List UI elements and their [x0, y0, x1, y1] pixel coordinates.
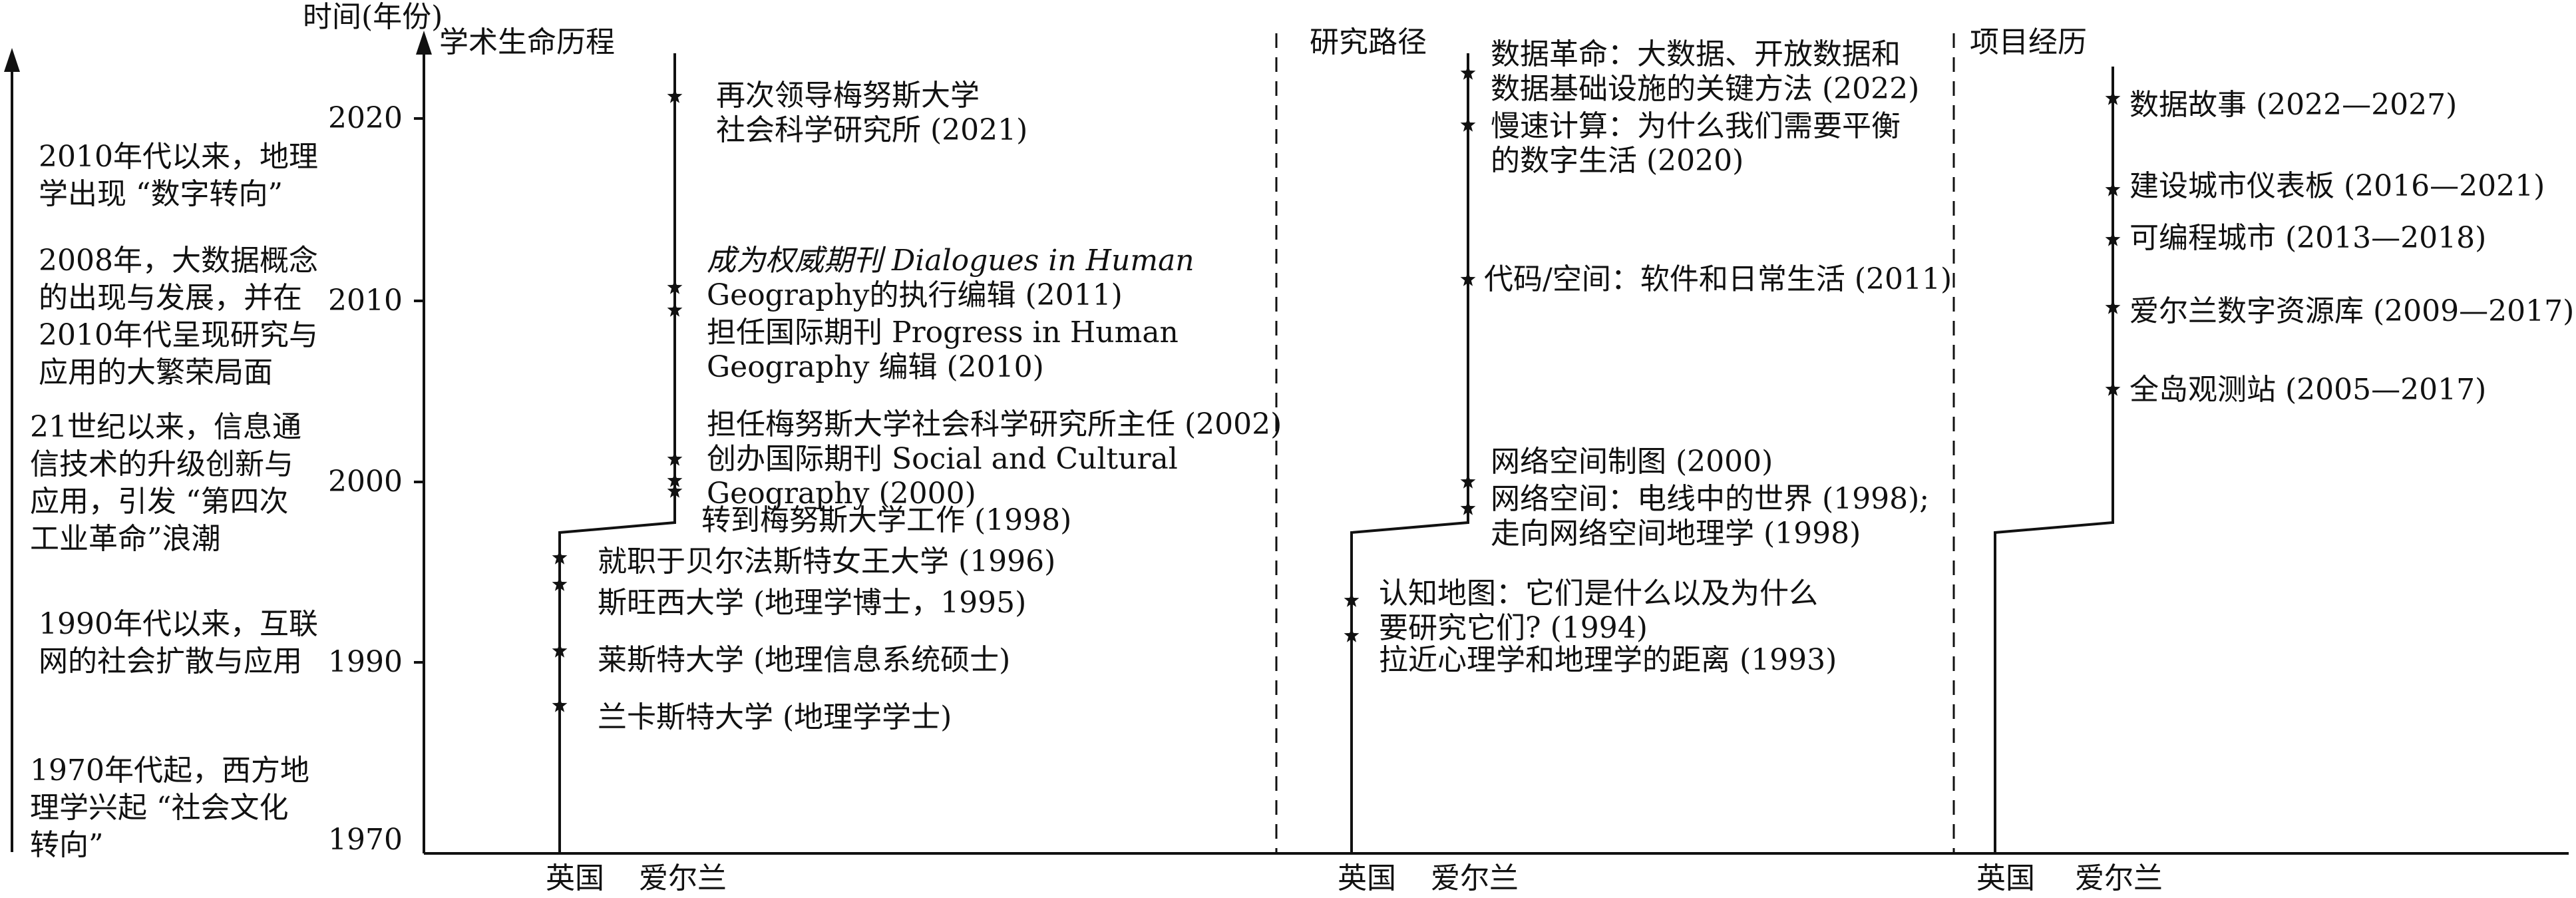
panel-title-projects: 项目经历: [1970, 25, 2087, 59]
career-event-2000: 创办国际期刊 Social and Cultural Geography (20…: [707, 442, 1178, 511]
country-uk-1: 英国: [546, 861, 604, 895]
career-event-2011: 成为权威期刊 Dialogues in Human Geography的执行编辑…: [707, 244, 1195, 312]
country-ireland-3: 爱尔兰: [2075, 861, 2163, 895]
research-event-1998: 网络空间：电线中的世界 (1998); 走向网络空间地理学 (1998): [1491, 482, 1930, 551]
event-star-marker: [1344, 592, 1360, 607]
research-event-2000: 网络空间制图 (2000): [1491, 445, 1773, 479]
tick-label-2020: 2020: [328, 101, 403, 135]
axis-title: 时间(年份): [303, 0, 443, 34]
career-event-2010: 担任国际期刊 Progress in Human Geography 编辑 (2…: [707, 316, 1179, 384]
event-star-marker: [552, 550, 568, 564]
tick-label-2010: 2010: [328, 284, 403, 318]
career-event-2002: 担任梅努斯大学社会科学研究所主任 (2002): [707, 407, 1282, 441]
event-star-marker: [1460, 117, 1476, 132]
career-event-2021: 再次领导梅努斯大学 社会科学研究所 (2021): [716, 79, 1028, 147]
event-star-marker: [667, 451, 683, 466]
event-star-marker: [2105, 381, 2121, 396]
project-event-programmable-city: 可编程城市 (2013—2018): [2129, 221, 2487, 255]
country-uk-3: 英国: [1976, 861, 2035, 895]
research-event-1993: 拉近心理学和地理学的距离 (1993): [1379, 643, 1837, 677]
event-star-marker: [1460, 65, 1476, 80]
context-1970s: 1970年代起，西方地 理学兴起 “社会文化 转向”: [30, 754, 309, 862]
research-event-2020: 慢速计算：为什么我们需要平衡 的数字生活 (2020): [1491, 109, 1901, 178]
event-star-marker: [2105, 232, 2121, 246]
event-star-marker: [1460, 474, 1476, 489]
tick-label-2000: 2000: [328, 465, 403, 499]
event-star-marker: [667, 89, 683, 103]
research-event-2011: 代码/空间：软件和日常生活 (2011): [1484, 262, 1952, 296]
event-star-marker: [552, 698, 568, 712]
career-event-masters: 莱斯特大学 (地理信息系统硕士): [598, 643, 1011, 677]
event-star-marker: [1344, 628, 1360, 642]
event-star-marker: [2105, 300, 2121, 314]
research-event-1994: 认知地图：它们是什么以及为什么 要研究它们? (1994): [1379, 576, 1818, 645]
event-star-marker: [552, 576, 568, 591]
event-star-marker: [1460, 501, 1476, 515]
event-star-marker: [1460, 272, 1476, 286]
panel-title-research: 研究路径: [1310, 25, 1427, 59]
project-event-digital-repository: 爱尔兰数字资源库 (2009—2017): [2129, 294, 2575, 328]
time-axis-arrow-head: [416, 31, 432, 55]
context-1990s: 1990年代以来，互联 网的社会扩散与应用: [39, 607, 318, 678]
event-star-marker: [667, 483, 683, 498]
project-line: [1994, 67, 2114, 853]
project-event-all-island-observatory: 全岛观测站 (2005—2017): [2129, 373, 2487, 407]
country-uk-2: 英国: [1338, 861, 1396, 895]
context-arrow-head: [4, 48, 20, 72]
context-2010s: 2010年代以来，地理 学出现 “数字转向”: [39, 140, 318, 211]
research-event-2022: 数据革命：大数据、开放数据和 数据基础设施的关键方法 (2022): [1491, 37, 1920, 106]
career-event-1996: 就职于贝尔法斯特女王大学 (1996): [598, 545, 1056, 578]
panel-title-career: 学术生命历程: [439, 25, 615, 59]
event-star-marker: [2105, 91, 2121, 105]
tick-label-1970: 1970: [328, 823, 403, 857]
country-ireland-2: 爱尔兰: [1431, 861, 1519, 895]
event-star-marker: [667, 473, 683, 487]
event-star-marker: [2105, 182, 2121, 196]
event-star-marker: [552, 643, 568, 658]
career-event-bachelors: 兰卡斯特大学 (地理学学士): [598, 700, 952, 734]
project-event-data-stories: 数据故事 (2022—2027): [2129, 88, 2458, 122]
tick-label-1990: 1990: [328, 645, 403, 679]
career-event-1995: 斯旺西大学 (地理学博士，1995): [598, 586, 1027, 620]
career-event-1998: 转到梅努斯大学工作 (1998): [701, 503, 1072, 537]
context-2008-big-data: 2008年，大数据概念 的出现与发展，并在 2010年代呈现研究与 应用的大繁荣…: [39, 244, 318, 389]
event-star-marker: [667, 302, 683, 317]
country-ireland-1: 爱尔兰: [639, 861, 727, 895]
context-21st-century: 21世纪以来，信息通 信技术的升级创新与 应用，引发 “第四次 工业革命”浪潮: [30, 410, 301, 556]
project-event-city-dashboards: 建设城市仪表板 (2016—2021): [2129, 169, 2545, 203]
research-line: [1350, 53, 1469, 853]
event-star-marker: [667, 280, 683, 294]
